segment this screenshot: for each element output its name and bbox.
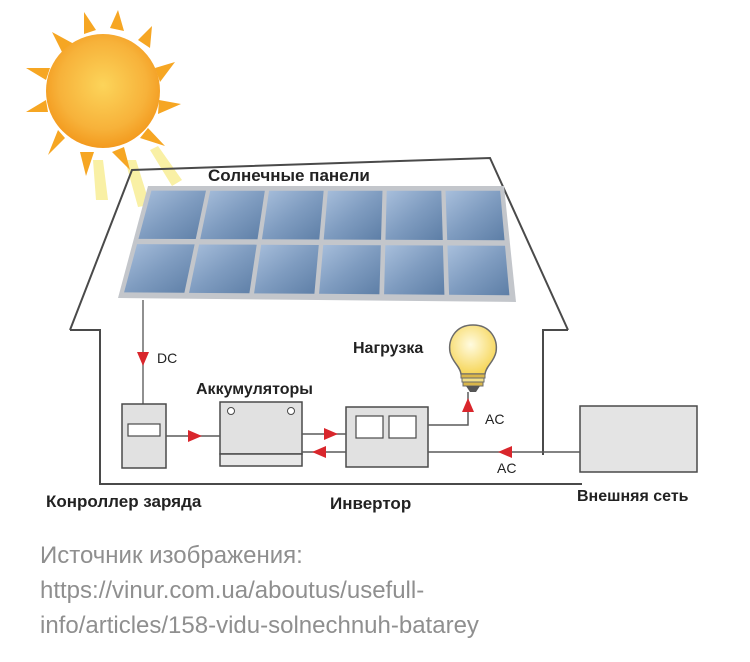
house-outline xyxy=(69,156,582,485)
solar-panel-cell xyxy=(138,190,206,240)
label-batteries: Аккумуляторы xyxy=(196,381,313,398)
solar-panel-cell xyxy=(261,190,324,240)
solar-panel-cell xyxy=(323,190,383,240)
label-solar-panels: Солнечные панели xyxy=(208,166,370,185)
external-grid-box xyxy=(579,405,698,473)
label-load: Нагрузка xyxy=(353,340,423,357)
label-ac-grid: AC xyxy=(497,460,516,476)
light-bulb-icon xyxy=(448,324,498,392)
label-inverter: Инвертор xyxy=(330,494,411,513)
dc-line xyxy=(137,300,149,404)
label-dc: DC xyxy=(157,350,177,366)
label-charge-controller: Конроллер заряда xyxy=(46,492,202,511)
flow-arrows xyxy=(188,398,512,458)
solar-panel-cell xyxy=(385,190,443,241)
solar-system-diagram: Солнечные панели DC Нагрузка Аккумулятор… xyxy=(26,10,698,513)
sun-icon xyxy=(26,10,181,176)
solar-panel-cell xyxy=(254,244,319,294)
solar-panel xyxy=(118,186,516,302)
solar-panel-cell xyxy=(319,244,381,295)
solar-panel-cell xyxy=(200,190,265,240)
caption-url-line-1: https://vinur.com.ua/aboutus/usefull- xyxy=(40,577,425,604)
solar-panel-cell xyxy=(124,244,195,293)
inverter-device xyxy=(345,406,429,468)
label-external-grid: Внешняя сеть xyxy=(577,488,689,505)
solar-panel-cell xyxy=(189,244,257,294)
solar-panel-cells xyxy=(124,190,510,296)
caption-line-1: Источник изображения: xyxy=(40,542,303,569)
label-ac-load: AC xyxy=(485,411,504,427)
charge-controller-device xyxy=(121,403,167,469)
solar-panel-cell xyxy=(445,190,505,241)
caption-url-line-2: info/articles/158-vidu-solnechnuh-batare… xyxy=(40,612,479,639)
battery-device xyxy=(219,401,303,467)
solar-panel-cell xyxy=(447,245,510,296)
solar-panel-cell xyxy=(384,245,445,295)
image-source-caption: Источник изображения: https://vinur.com.… xyxy=(40,538,730,643)
